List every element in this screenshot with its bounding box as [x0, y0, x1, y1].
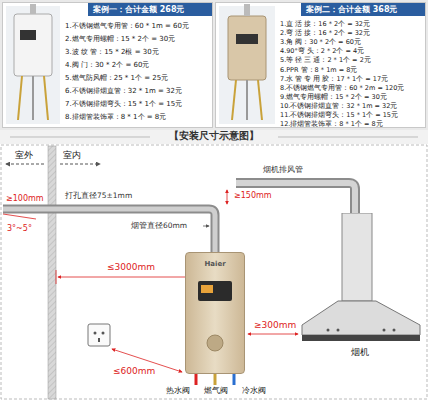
circle-shape [337, 329, 340, 332]
brand-logo: Haier [204, 261, 225, 268]
cost-item: 5.燃气防风帽：25 * 1个 = 25元 [65, 75, 168, 82]
cost-item: 6.PPR 管：8 * 1m = 8元 [280, 67, 357, 74]
case-panel: 案例二：合计金额 368元 1.直 活 接：16 * 2个 = 32元 2.弯 活 … [215, 2, 426, 128]
dimension: ≥150mm [233, 192, 273, 200]
line-shape [3, 214, 36, 219]
part-label: 烟机排风管 [262, 166, 304, 174]
rect-shape [301, 2, 426, 16]
panel-heading: 案例二：合计金额 368元 [306, 6, 397, 14]
line-shape [44, 76, 48, 120]
dimension-note: 烟管直径60mm [130, 222, 188, 230]
line-shape [246, 80, 248, 120]
line-shape [232, 80, 236, 120]
line-shape [6, 164, 44, 165]
rect-shape [2, 2, 213, 128]
valve-label: 冷水阀 [241, 387, 267, 395]
region-label: 室内 [62, 151, 82, 160]
rect-shape [236, 34, 258, 44]
rect-shape [0, 0, 428, 130]
cost-item: 3.波 纹 管：15 * 2根 = 30元 [65, 49, 159, 56]
rect-shape [1, 145, 427, 399]
circle-shape [207, 335, 223, 351]
dimension: ≤600mm [112, 367, 156, 376]
cost-item: 6.不锈钢排烟直管：32 * 1m = 32元 [65, 88, 182, 95]
line-shape [195, 374, 198, 385]
region-label: 室外 [14, 151, 34, 160]
line-shape [214, 374, 217, 385]
cost-item: 1.不锈钢燃气专用管：60 * 1m = 60元 [65, 23, 189, 30]
part-label: 烟机 [351, 348, 369, 357]
cost-item: 11.不锈钢排烟弯头：15 * 1个 = 15元 [280, 112, 398, 119]
valve-label: 燃气阀 [203, 387, 229, 395]
heater-display [186, 253, 244, 373]
cost-item: 12.排烟管装饰罩：8 * 1个 = 8元 [280, 121, 383, 128]
line-shape [278, 137, 418, 138]
rect-shape [0, 130, 428, 144]
circle-shape [393, 329, 396, 332]
cost-item: 4.阀 门：30 * 2个 = 60元 [65, 62, 149, 69]
diagram-title: 【安装尺寸示意图】 [169, 131, 259, 141]
rect-shape [219, 6, 275, 124]
path-shape [3, 209, 215, 252]
rect-shape [30, 4, 36, 14]
cost-item: 7.水 管 专 用 胶：17 * 1个 = 17元 [280, 76, 388, 83]
rect-shape [244, 4, 250, 16]
cost-item: 5.等 径 三 通：2 * 1个 = 2元 [280, 57, 371, 64]
cost-item: 2.弯 活 接：16 * 2个 = 32元 [280, 30, 370, 37]
circle-shape [327, 329, 330, 332]
cost-item: 7.不锈钢排烟弯头：15 * 1个 = 15元 [65, 101, 182, 108]
line-shape [233, 374, 236, 385]
rect-shape [14, 14, 52, 76]
rect-shape [198, 281, 232, 301]
cost-item: 8.不锈钢燃气专用管：60 * 2m = 120元 [280, 85, 404, 92]
dimension: ≥100mm [5, 195, 45, 203]
rect-shape [98, 338, 100, 342]
dimension: ≥300mm [253, 321, 297, 330]
cost-item: 10.不锈钢排烟直管：32 * 1m = 32元 [280, 103, 397, 110]
water-heater: Haier [185, 252, 245, 374]
line-shape [56, 270, 57, 284]
path-shape [302, 301, 420, 335]
line-shape [10, 137, 150, 138]
dimension: ≤3000mm [106, 263, 156, 272]
rect-shape [215, 2, 426, 128]
range-hood: 烟机 [298, 213, 424, 359]
line-shape [227, 190, 228, 204]
cost-item: 9.燃气专用螺帽：15 * 2个 = 30元 [280, 94, 387, 101]
rect-shape [228, 16, 266, 80]
rect-shape [20, 30, 36, 40]
line-shape [60, 164, 100, 165]
cost-item: 1.直 活 接：16 * 2个 = 32元 [280, 21, 370, 28]
rect-shape [88, 324, 110, 346]
circle-shape [94, 332, 97, 335]
rect-shape [6, 6, 60, 124]
case-panel: 案例一：合计金额 268元 1.不锈钢燃气专用管：60 * 1m = 60元 2.燃… [2, 2, 213, 128]
hood-outline [298, 213, 424, 359]
cost-item: 3.角 阀：30 * 2个 = 60元 [280, 39, 361, 46]
line-shape [203, 226, 209, 227]
dimension-note: 打孔直径75±1mm [64, 192, 133, 200]
circle-shape [102, 332, 105, 335]
line-shape [258, 80, 262, 120]
rect-shape [88, 2, 213, 16]
valve-label: 热水阀 [165, 387, 191, 395]
cost-item: 8.排烟管装饰罩：8 * 1个 = 8元 [65, 114, 166, 121]
angle-note: 3°~5° [6, 225, 33, 233]
path-shape [3, 209, 215, 252]
rect-shape [48, 146, 56, 399]
line-shape [248, 334, 298, 335]
panel-heading: 案例一：合计金额 268元 [93, 6, 184, 14]
rect-shape [302, 335, 420, 341]
line-shape [18, 76, 22, 120]
cost-item: 2.燃气专用螺帽：15 * 2个 = 30元 [65, 36, 175, 43]
cost-item: 4.90°弯 头：2 * 2个 = 4元 [280, 48, 364, 55]
rect-shape [201, 285, 213, 293]
line-shape [32, 76, 34, 120]
rect-shape [342, 213, 372, 301]
circle-shape [383, 329, 386, 332]
